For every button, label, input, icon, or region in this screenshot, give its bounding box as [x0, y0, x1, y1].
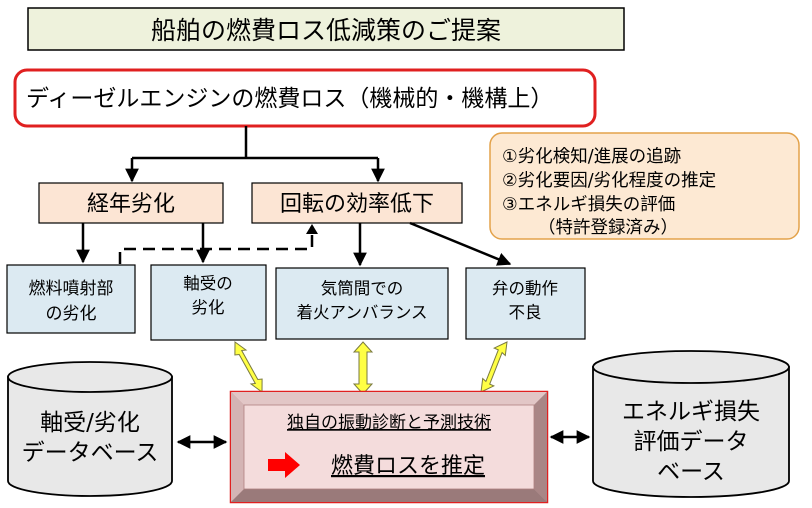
category-aging-box: 経年劣化: [38, 182, 224, 224]
imbalance-frame: [275, 267, 449, 340]
note-line-2: ②劣化要因/劣化程度の推定: [502, 171, 716, 191]
center-bevel-bottom: [231, 489, 547, 502]
center-bevel-left: [231, 392, 244, 502]
valve-line-1: 弁の動作: [492, 279, 558, 298]
left-db-body: [7, 376, 173, 497]
efficiency-label: 回転の効率低下: [280, 192, 434, 217]
dashed-arrowhead: [306, 224, 318, 234]
center-face: [243, 404, 535, 490]
note-frame: [489, 132, 800, 240]
main-branch-connector: [125, 126, 385, 183]
factor-connectors: [76, 221, 512, 267]
features-note-box: ①劣化検知/進展の追跡 ②劣化要因/劣化程度の推定 ③エネルギ損失の評価 （特許…: [489, 132, 800, 240]
valve-frame: [465, 267, 586, 340]
left-db-line-1: 軸受/劣化: [40, 410, 140, 436]
result-label: 燃費ロスを推定: [331, 454, 485, 479]
diagnostic-technology-box: 独自の振動診断と予測技術 燃費ロスを推定: [229, 390, 549, 504]
energy-loss-database: エネルギ損失 評価データ ベース: [592, 350, 790, 498]
note-line-3: ③エネルギ損失の評価: [502, 195, 675, 215]
aging-label: 経年劣化: [87, 192, 175, 217]
imbalance-line-1: 気筒間での: [321, 279, 404, 298]
bidirectional-arrow-icon: [234, 341, 263, 393]
main-box-label: ディーゼルエンジンの燃費ロス（機械的・機構上）: [26, 86, 553, 112]
bearing-line-2: 劣化: [192, 298, 225, 317]
arrow-efficiency-to-valve: [409, 221, 512, 266]
bidirectional-arrow-icon: [352, 341, 374, 395]
factor-injector-box: 燃料噴射部 の劣化: [6, 264, 136, 334]
valve-line-2: 不良: [509, 303, 542, 322]
bearing-degradation-database: 軸受/劣化 データベース: [7, 361, 173, 497]
dashed-injector-to-efficiency: [118, 226, 314, 264]
bearing-line-1: 軸受の: [183, 274, 233, 293]
page-title: 船舶の燃費ロス低減策のご提案: [151, 16, 501, 45]
imbalance-line-2: 着火アンバランス: [296, 303, 427, 322]
aging-frame: [38, 182, 224, 224]
right-db-line-3: ベース: [657, 459, 725, 485]
bidirectional-arrow-icon: [480, 341, 508, 393]
category-efficiency-box: 回転の効率低下: [251, 182, 463, 224]
factor-imbalance-box: 気筒間での 着火アンバランス: [275, 267, 449, 340]
right-db-top: [592, 350, 790, 384]
injector-line-2: の劣化: [46, 304, 97, 324]
center-bevel-right: [534, 392, 547, 502]
bearing-frame: [150, 264, 267, 341]
injector-line-1: 燃料噴射部: [29, 279, 114, 299]
factor-valve-box: 弁の動作 不良: [465, 267, 586, 340]
db-connectors: [176, 430, 591, 449]
right-db-body: [592, 366, 790, 498]
main-box-frame: [13, 68, 597, 128]
efficiency-frame: [251, 182, 463, 224]
factor-bearing-box: 軸受の 劣化: [150, 264, 267, 341]
tech-label: 独自の振動診断と予測技術: [287, 413, 491, 433]
injector-frame: [6, 264, 136, 334]
note-line-1: ①劣化検知/進展の追跡: [502, 147, 681, 167]
title-banner: 船舶の燃費ロス低減策のご提案: [27, 7, 625, 51]
yellow-arrow-valve: [480, 341, 508, 393]
right-db-line-2: 評価データ: [634, 429, 749, 455]
result-arrow-icon: [268, 452, 300, 478]
note-line-4: （特許登録済み）: [538, 218, 678, 238]
right-db-line-1: エネルギ損失: [622, 399, 760, 425]
left-db-line-2: データベース: [22, 440, 159, 466]
yellow-arrow-imbalance: [352, 341, 374, 395]
left-db-top: [7, 361, 173, 393]
main-fuel-loss-box: ディーゼルエンジンの燃費ロス（機械的・機構上）: [13, 68, 597, 128]
center-bevel-top: [231, 392, 547, 405]
yellow-arrow-bearing: [234, 341, 263, 393]
title-frame: [27, 7, 625, 51]
